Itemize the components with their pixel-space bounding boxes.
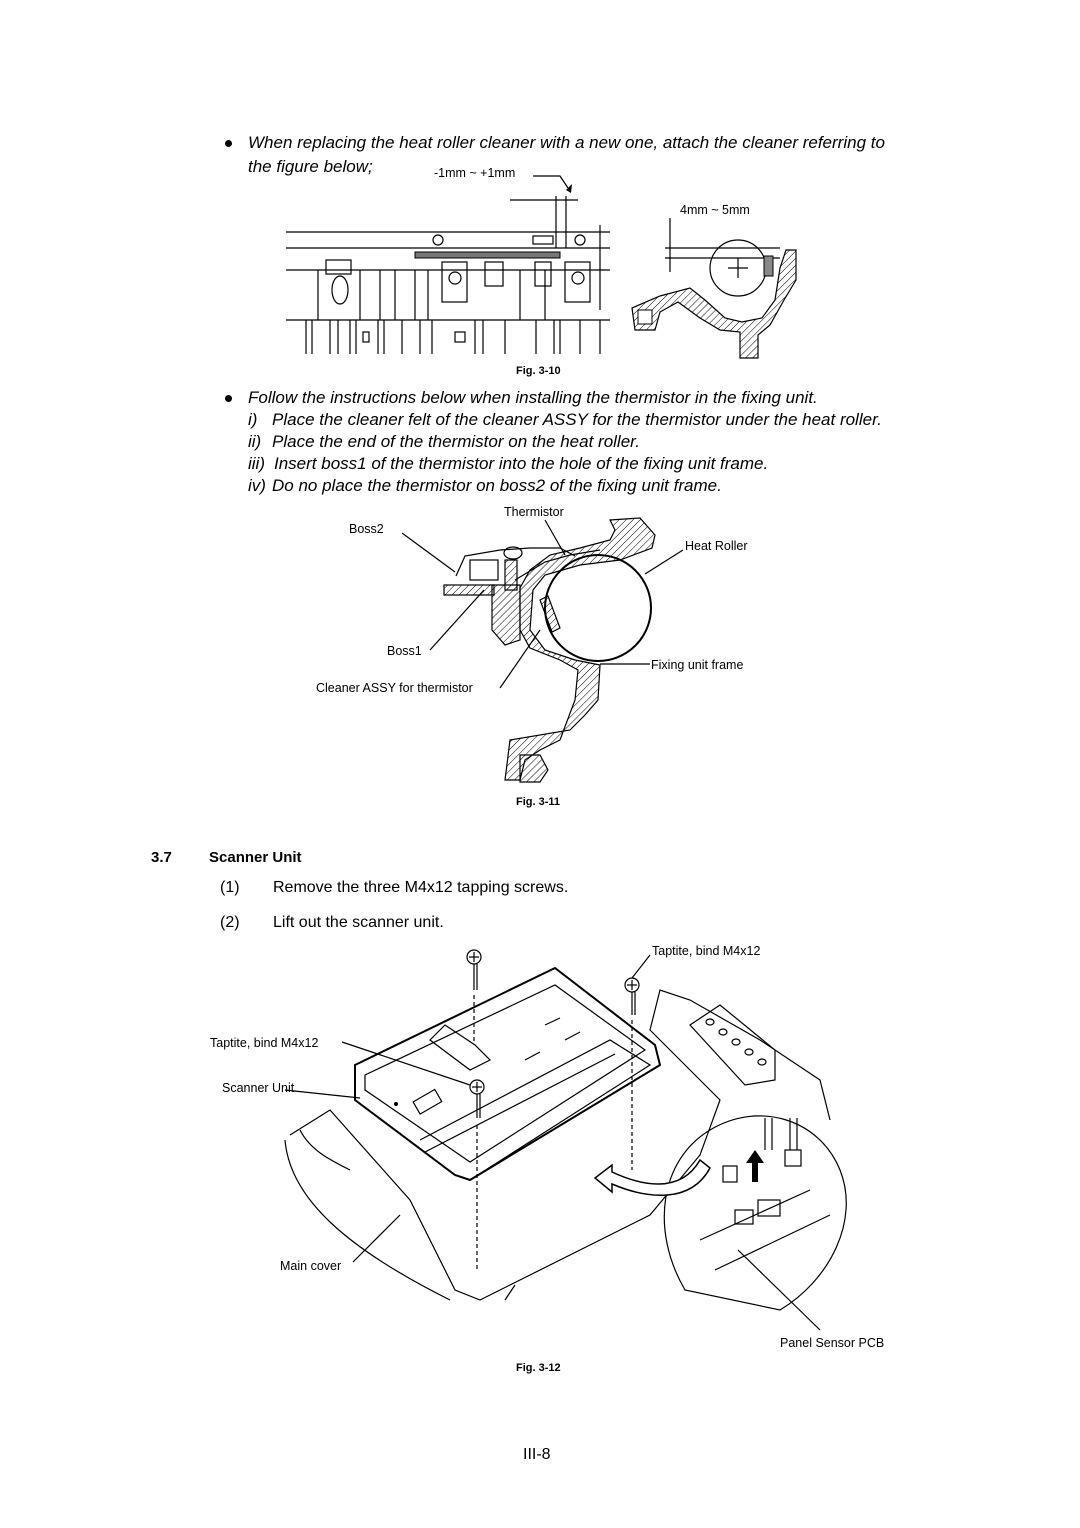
screw-icon — [466, 949, 482, 990]
screw-icon — [624, 977, 640, 1015]
fig-3-10-drawing — [286, 175, 797, 359]
step-1-num: (1) — [220, 879, 240, 896]
cleaner-assy-label: Cleaner ASSY for thermistor — [316, 681, 473, 695]
step-i-text: Place the cleaner felt of the cleaner AS… — [272, 410, 882, 429]
boss2-label: Boss2 — [349, 522, 384, 536]
section-number: 3.7 — [151, 849, 172, 866]
bullet1-line1: When replacing the heat roller cleaner w… — [248, 133, 885, 152]
thermistor-label: Thermistor — [504, 505, 564, 519]
step-2-num: (2) — [220, 914, 240, 931]
screw-icon — [469, 1079, 485, 1118]
step-ii-text: Place the end of the thermistor on the h… — [272, 432, 640, 451]
step-iv-num: iv) — [248, 476, 266, 495]
section-title: Scanner Unit — [209, 849, 302, 866]
taptite-top-label: Taptite, bind M4x12 — [652, 944, 761, 958]
bullet-dot — [225, 395, 232, 402]
bullet2-text: Follow the instructions below when insta… — [248, 388, 818, 407]
bullet-dot — [225, 140, 232, 147]
step-iv-text: Do no place the thermistor on boss2 of t… — [272, 476, 722, 495]
step-ii-num: ii) — [248, 432, 262, 451]
fig-3-11-caption: Fig. 3-11 — [516, 796, 561, 808]
tolerance-label: -1mm ~ +1mm — [434, 166, 516, 180]
main-cover-label: Main cover — [280, 1259, 342, 1273]
panel-sensor-label: Panel Sensor PCB — [780, 1336, 885, 1350]
bullet1-line2: the figure below; — [248, 157, 373, 176]
page-number: III-8 — [523, 1446, 551, 1463]
step-iii-num: iii) — [248, 454, 265, 473]
step-i-num: i) — [248, 410, 258, 429]
step-1-text: Remove the three M4x12 tapping screws. — [273, 879, 569, 896]
fig-3-11-drawing — [401, 517, 684, 783]
fig-3-12-caption: Fig. 3-12 — [516, 1362, 561, 1374]
boss1-label: Boss1 — [387, 644, 422, 658]
fig-3-12-drawing — [284, 949, 847, 1331]
heat-roller-label: Heat Roller — [685, 539, 748, 553]
taptite-left-label: Taptite, bind M4x12 — [210, 1036, 319, 1050]
scanner-unit-label: Scanner Unit — [222, 1081, 295, 1095]
fig-3-10-caption: Fig. 3-10 — [516, 365, 561, 377]
step-iii-text: Insert boss1 of the thermistor into the … — [274, 454, 769, 473]
fixing-frame-label: Fixing unit frame — [651, 658, 744, 672]
step-2-text: Lift out the scanner unit. — [273, 914, 444, 931]
gap-label: 4mm ~ 5mm — [680, 203, 750, 217]
